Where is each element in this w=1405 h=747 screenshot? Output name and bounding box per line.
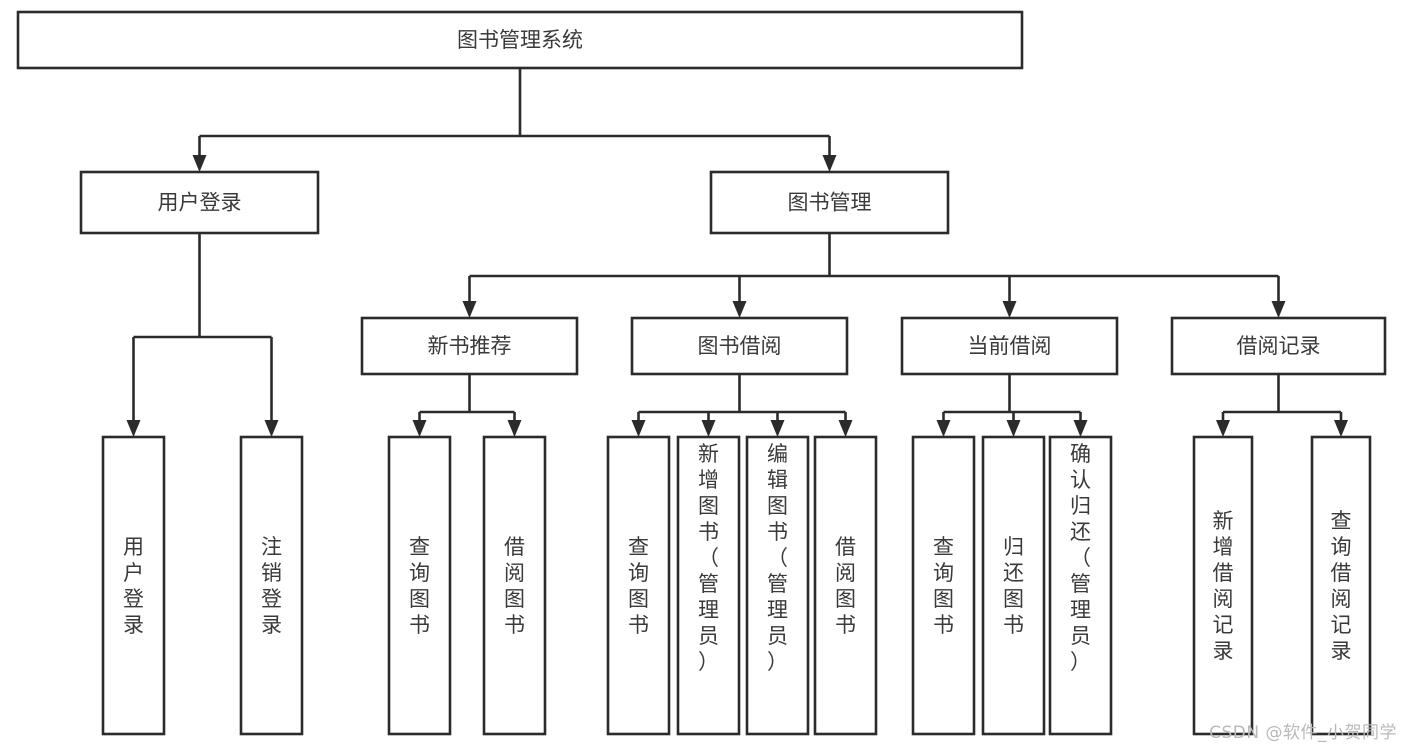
- arrow-head-leaf-edit-book-admin: [770, 420, 785, 437]
- node-box-leaf-query-book-current: [911, 435, 976, 736]
- arrow-head-book-management: [822, 155, 837, 172]
- node-leaf-add-book-admin[interactable]: 新增图书（管理员）: [676, 435, 741, 736]
- node-box-leaf-add-book-admin: [676, 435, 741, 736]
- node-leaf-borrow-book[interactable]: 借阅图书: [813, 435, 878, 736]
- node-box-leaf-query-borrow-record: [1310, 435, 1372, 736]
- node-leaf-query-book-current[interactable]: 查询图书: [911, 435, 976, 736]
- node-leaf-borrow-book-recommend[interactable]: 借阅图书: [482, 435, 547, 736]
- node-leaf-return-book[interactable]: 归还图书: [981, 435, 1046, 736]
- node-label-leaf-confirm-return-admin: 确认归还（管理员）: [1070, 442, 1091, 674]
- node-box-leaf-return-book: [981, 435, 1046, 736]
- node-label-leaf-return-book: 归还图书: [1003, 535, 1024, 637]
- node-label-new-book-recommend: 新书推荐: [428, 334, 512, 358]
- arrow-head-leaf-query-book-borrow: [631, 420, 646, 437]
- node-label-current-borrow: 当前借阅: [968, 334, 1052, 358]
- arrow-head-leaf-query-book-current: [936, 420, 951, 437]
- node-label-book-management: 图书管理: [788, 191, 872, 215]
- arrow-head-current-borrow: [1002, 301, 1017, 318]
- node-label-user-login: 用户登录: [158, 191, 242, 215]
- node-leaf-user-logout[interactable]: 注销登录: [239, 435, 304, 736]
- node-label-root: 图书管理系统: [457, 28, 583, 52]
- arrow-head-new-book-recommend: [462, 301, 477, 318]
- arrow-head-borrow-record: [1271, 301, 1286, 318]
- node-box-root: [16, 10, 1024, 70]
- arrow-head-leaf-add-book-admin: [701, 420, 716, 437]
- arrow-head-leaf-user-logout: [264, 420, 279, 437]
- node-label-leaf-user-login: 用户登录: [123, 535, 144, 637]
- node-root[interactable]: 图书管理系统: [16, 10, 1024, 70]
- node-book-management[interactable]: 图书管理: [709, 170, 950, 235]
- nodes-layer: 图书管理系统用户登录图书管理新书推荐图书借阅当前借阅借阅记录用户登录注销登录查询…: [16, 10, 1387, 736]
- node-box-leaf-query-book-recommend: [387, 435, 452, 736]
- node-leaf-query-book-borrow[interactable]: 查询图书: [606, 435, 671, 736]
- csdn-watermark: CSDN @软件_小贺同学: [1209, 723, 1397, 743]
- node-box-leaf-query-book-borrow: [606, 435, 671, 736]
- node-leaf-user-login[interactable]: 用户登录: [101, 435, 166, 736]
- node-box-leaf-borrow-book-recommend: [482, 435, 547, 736]
- node-box-leaf-user-login: [101, 435, 166, 736]
- node-new-book-recommend[interactable]: 新书推荐: [360, 316, 579, 376]
- node-box-book-management: [709, 170, 950, 235]
- node-box-leaf-user-logout: [239, 435, 304, 736]
- node-label-leaf-edit-book-admin: 编辑图书（管理员）: [767, 442, 788, 674]
- node-label-leaf-borrow-book: 借阅图书: [835, 535, 856, 637]
- node-box-leaf-edit-book-admin: [745, 435, 810, 736]
- arrow-head-leaf-query-book-recommend: [412, 420, 427, 437]
- node-leaf-query-borrow-record[interactable]: 查询借阅记录: [1310, 435, 1372, 736]
- node-label-leaf-query-book-current: 查询图书: [933, 535, 954, 637]
- arrow-head-leaf-borrow-book-recommend: [507, 420, 522, 437]
- node-current-borrow[interactable]: 当前借阅: [900, 316, 1119, 376]
- arrow-head-leaf-add-borrow-record: [1216, 420, 1230, 437]
- node-box-user-login: [79, 170, 320, 235]
- connectors-layer: [126, 68, 1348, 437]
- arrow-head-user-login: [192, 155, 207, 172]
- node-book-borrow[interactable]: 图书借阅: [630, 316, 849, 376]
- node-leaf-edit-book-admin[interactable]: 编辑图书（管理员）: [745, 435, 810, 736]
- arrow-head-leaf-user-login: [126, 420, 141, 437]
- node-box-leaf-add-borrow-record: [1192, 435, 1254, 736]
- node-leaf-query-book-recommend[interactable]: 查询图书: [387, 435, 452, 736]
- node-label-leaf-user-logout: 注销登录: [261, 535, 282, 637]
- node-user-login[interactable]: 用户登录: [79, 170, 320, 235]
- node-label-leaf-query-borrow-record: 查询借阅记录: [1331, 509, 1352, 663]
- node-box-book-borrow: [630, 316, 849, 376]
- arrow-head-leaf-confirm-return-admin: [1073, 420, 1088, 437]
- arrow-head-leaf-return-book: [1006, 420, 1021, 437]
- arrow-head-leaf-query-borrow-record: [1334, 420, 1348, 437]
- node-box-borrow-record: [1170, 316, 1387, 376]
- node-label-leaf-query-book-recommend: 查询图书: [409, 535, 430, 637]
- arrow-head-book-borrow: [732, 301, 747, 318]
- node-box-new-book-recommend: [360, 316, 579, 376]
- node-label-leaf-add-book-admin: 新增图书（管理员）: [698, 442, 719, 674]
- node-box-leaf-confirm-return-admin: [1048, 435, 1113, 736]
- node-label-leaf-borrow-book-recommend: 借阅图书: [504, 535, 525, 637]
- node-label-book-borrow: 图书借阅: [698, 334, 782, 358]
- node-borrow-record[interactable]: 借阅记录: [1170, 316, 1387, 376]
- arrow-head-leaf-borrow-book: [838, 420, 853, 437]
- node-label-leaf-add-borrow-record: 新增借阅记录: [1213, 509, 1234, 663]
- node-label-leaf-query-book-borrow: 查询图书: [628, 535, 649, 637]
- node-label-borrow-record: 借阅记录: [1237, 334, 1321, 358]
- node-leaf-add-borrow-record[interactable]: 新增借阅记录: [1192, 435, 1254, 736]
- node-leaf-confirm-return-admin[interactable]: 确认归还（管理员）: [1048, 435, 1113, 736]
- node-box-leaf-borrow-book: [813, 435, 878, 736]
- node-box-current-borrow: [900, 316, 1119, 376]
